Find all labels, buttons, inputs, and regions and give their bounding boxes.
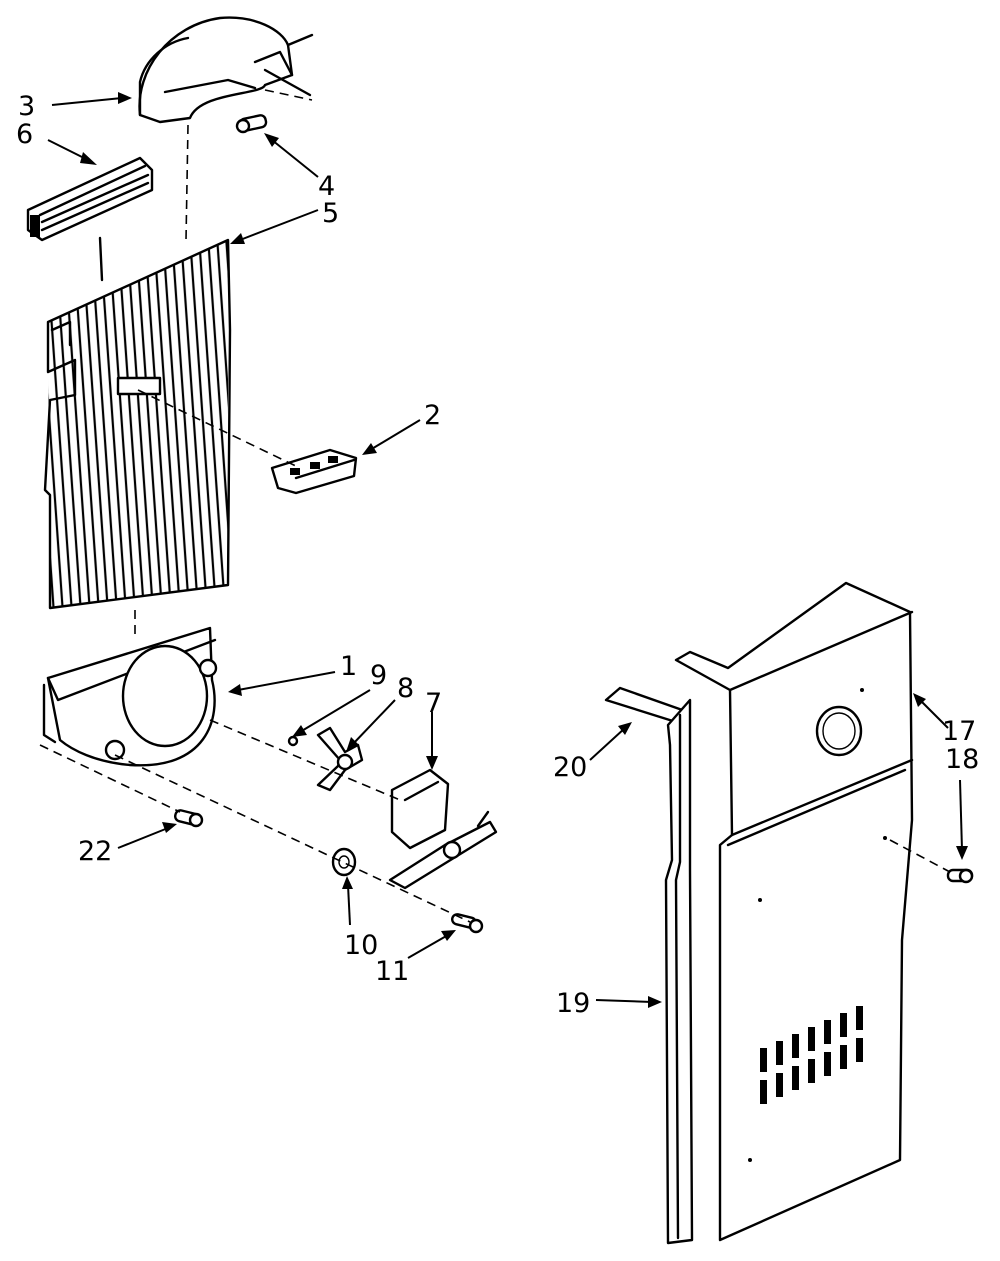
callout-5: 5 (322, 198, 339, 229)
callout-19: 19 (556, 988, 590, 1019)
callout-18: 18 (945, 744, 979, 775)
callout-11: 11 (375, 956, 409, 987)
screw-18-part (889, 839, 974, 884)
channel-part (664, 698, 694, 1245)
callout-20: 20 (553, 752, 587, 783)
callout-3: 3 (18, 91, 35, 122)
callout-2: 2 (424, 400, 441, 431)
callout-9: 9 (370, 660, 387, 691)
callout-10: 10 (344, 930, 378, 961)
callout-6: 6 (16, 119, 33, 150)
fan-housing-part (42, 626, 218, 767)
screw-22-part (174, 809, 204, 828)
grille-part (26, 156, 154, 242)
vent-slots (760, 1006, 863, 1104)
screw-11-part (451, 913, 484, 934)
callout-labels: 3 6 4 5 2 1 9 8 7 22 10 11 20 17 18 19 (16, 91, 979, 1019)
assembly-lines (39, 89, 471, 923)
screw-part (235, 114, 268, 134)
rear-cover-part (674, 581, 914, 1242)
leader-arrows (47, 92, 968, 1008)
fan-blade-part (287, 726, 364, 792)
callout-8: 8 (397, 673, 414, 704)
callout-17: 17 (942, 716, 976, 747)
bracket-part (270, 448, 358, 495)
callout-7: 7 (425, 688, 442, 719)
callout-4: 4 (318, 171, 335, 202)
fan-motor-part (388, 768, 498, 890)
callout-1: 1 (340, 651, 357, 682)
callout-22: 22 (78, 836, 112, 867)
duct-cover-part (138, 16, 314, 124)
grommet-part (331, 847, 357, 877)
ribbed-panel-part (43, 238, 232, 610)
